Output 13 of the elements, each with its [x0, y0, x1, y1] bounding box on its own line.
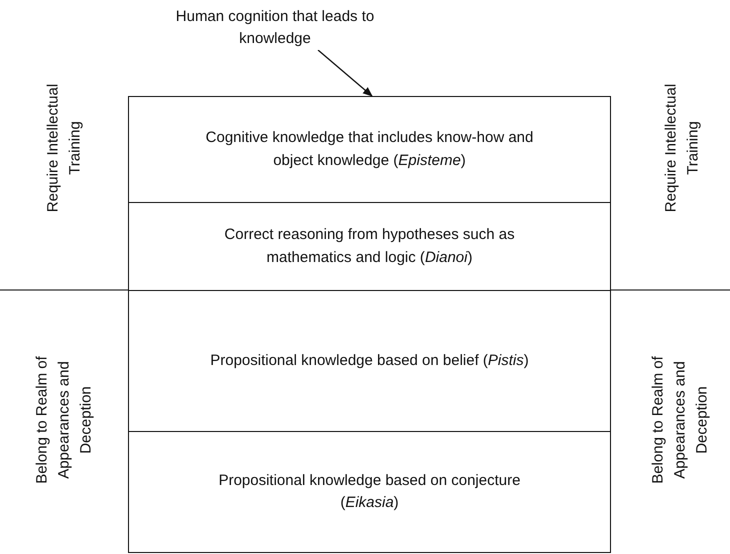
side-label: Require Intellectual Training	[661, 82, 702, 214]
level-text: Propositional knowledge based on belief (Pistis)	[210, 350, 529, 371]
level-text: Cognitive knowledge that includes know-how and object knowledge (Episteme)	[204, 128, 534, 170]
level-box	[128, 431, 611, 553]
side-label: Belong to Realm of Appearances and Deception	[32, 355, 95, 486]
level-text: Correct reasoning from hypotheses such as mathematics and logic (Dianoi)	[223, 225, 516, 268]
side-label: Require Intellectual Training	[43, 82, 84, 214]
level-box	[128, 290, 611, 432]
side-label: Belong to Realm of Appearances and Deception	[648, 355, 711, 486]
arrow	[318, 50, 373, 97]
level-box	[128, 96, 611, 203]
level-box	[128, 202, 611, 291]
level-text: Propositional knowledge based on conjecture (Eikasia)	[218, 470, 522, 513]
